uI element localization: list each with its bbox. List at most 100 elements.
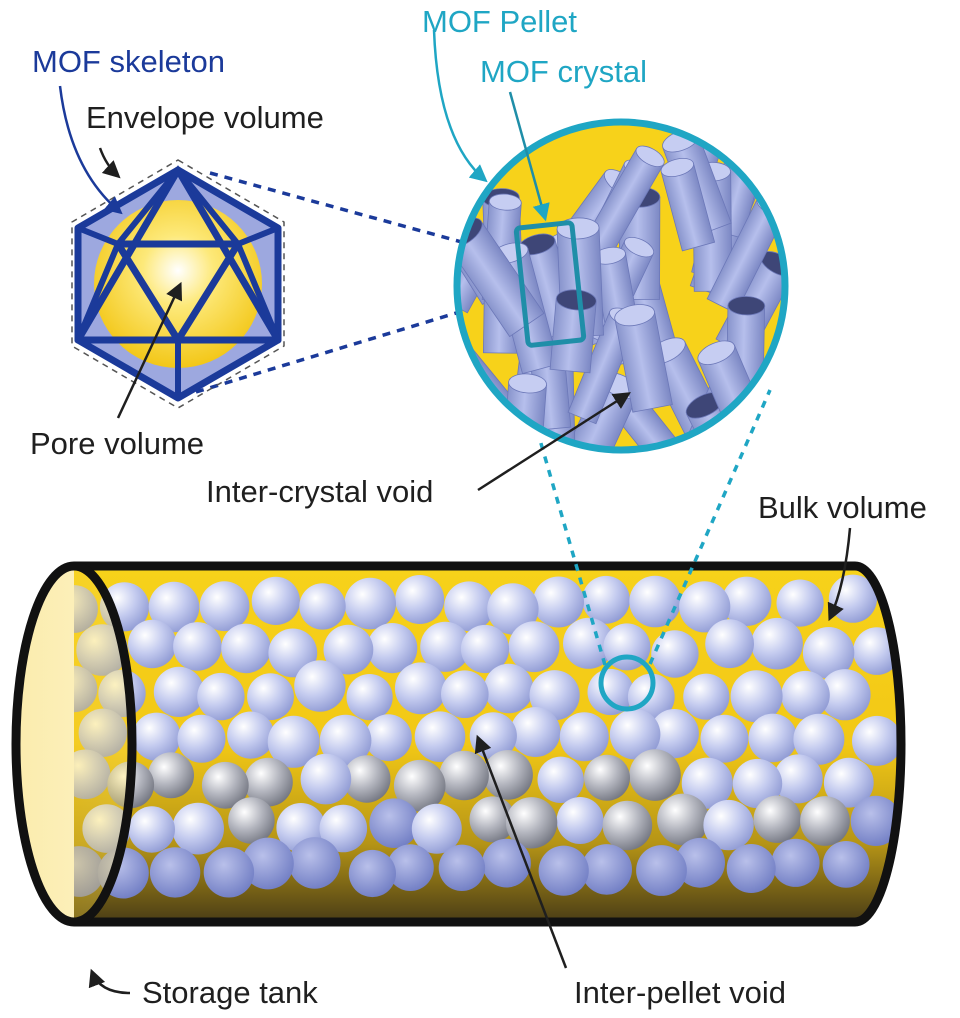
pellet (438, 844, 486, 891)
pellet (563, 617, 614, 669)
arrow-inter-pellet-void (474, 734, 568, 969)
pellet (128, 806, 175, 853)
pellet (227, 711, 275, 759)
pellet (247, 673, 294, 721)
leader-arrows (58, 29, 852, 995)
pellet (800, 796, 850, 846)
arrow-storage-tank (88, 968, 131, 995)
pellet (819, 669, 871, 721)
pellet (529, 670, 580, 721)
pellet (394, 662, 447, 715)
arrow-mof-pellet (432, 29, 488, 183)
pellet (251, 576, 300, 626)
pellet (197, 672, 245, 721)
highlighted-crystal-box (513, 220, 587, 348)
pellet (852, 715, 901, 766)
pellet (636, 845, 687, 896)
label-inter-pellet-void: Inter-pellet void (574, 975, 786, 1010)
pellet (722, 576, 772, 626)
pellet (508, 621, 560, 673)
pellet (602, 800, 653, 851)
pellet (344, 577, 397, 630)
arrow-pore-volume (116, 281, 183, 419)
arrow-bulk-volume (827, 527, 852, 622)
pellet (776, 579, 824, 627)
pellet (732, 758, 783, 809)
crystal-rod (660, 157, 716, 252)
pellet (441, 670, 489, 718)
pellet (300, 753, 352, 805)
pellet (348, 849, 396, 898)
pellet (487, 583, 539, 635)
pellet (538, 845, 589, 896)
arrow-inter-crystal-void (477, 392, 631, 492)
pellet (556, 797, 604, 844)
label-inter-crystal-void: Inter-crystal void (206, 474, 434, 509)
pellet (343, 755, 391, 803)
pellet-pack (74, 574, 901, 899)
pellet (773, 754, 823, 804)
pellet (393, 759, 446, 812)
pellet (726, 844, 776, 893)
pellet (675, 837, 725, 888)
pellet (581, 844, 632, 895)
pellet (387, 844, 434, 891)
pellet (822, 841, 870, 888)
pellet (319, 714, 372, 767)
pellet (365, 714, 412, 762)
pellet (128, 619, 177, 669)
pellet (748, 713, 798, 763)
pellet (681, 757, 733, 809)
pellet (323, 624, 374, 675)
pellet (444, 581, 494, 632)
pellet (629, 749, 681, 801)
mof-pellet-zoom (453, 118, 789, 454)
pellet (153, 666, 204, 718)
pellet (177, 714, 226, 763)
pellet (505, 797, 558, 849)
pellet (703, 799, 754, 851)
pellet (802, 627, 855, 679)
pellet (244, 757, 293, 807)
label-mof-crystal: MOF crystal (480, 54, 648, 89)
pellet (793, 713, 845, 765)
crystal-rod (614, 304, 673, 413)
highlighted-pellet-ring (598, 654, 656, 712)
pellet (132, 712, 181, 761)
pellet (439, 750, 489, 801)
label-mof-skeleton: MOF skeleton (32, 44, 225, 79)
pellet (411, 803, 462, 854)
pellet (705, 619, 754, 669)
label-envelope-volume: Envelope volume (86, 100, 324, 135)
pellet (267, 715, 320, 768)
pellet (582, 575, 630, 624)
pellet (172, 802, 225, 855)
label-pore-volume: Pore volume (30, 426, 205, 461)
pellet (651, 630, 699, 678)
pellet (753, 795, 801, 843)
pellet (420, 621, 471, 672)
pellet (148, 752, 194, 799)
label-bulk-volume: Bulk volume (758, 490, 927, 525)
pellet (700, 714, 749, 763)
pellet (173, 622, 222, 671)
pellet (537, 756, 584, 803)
pellet (649, 709, 699, 759)
pellet (533, 576, 584, 628)
arrow-mof-skeleton (58, 85, 123, 215)
pellet (510, 707, 561, 757)
pellet (395, 575, 445, 624)
pellet (460, 624, 510, 674)
arrow-envelope-volume (98, 147, 121, 179)
pellet (148, 581, 200, 633)
pellet (203, 847, 255, 898)
pellet (149, 847, 201, 898)
pellet (751, 617, 803, 670)
pellet (482, 838, 531, 888)
pellet (781, 670, 830, 720)
pellet (730, 670, 783, 723)
pellet (584, 754, 630, 801)
crystal-rod (457, 122, 500, 189)
